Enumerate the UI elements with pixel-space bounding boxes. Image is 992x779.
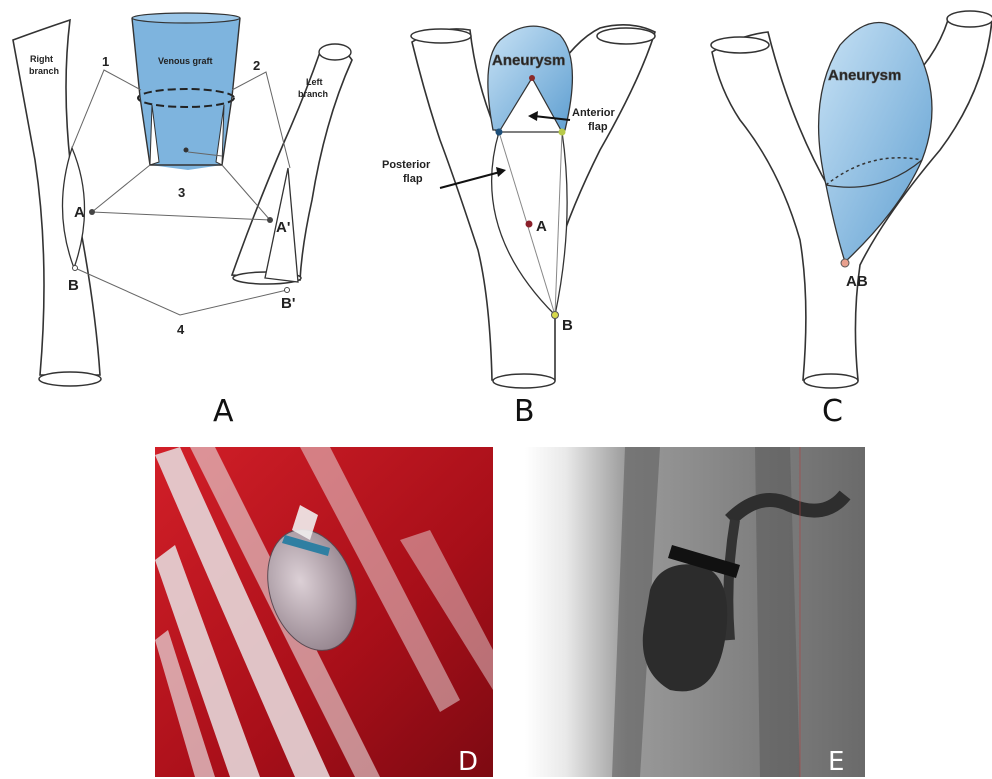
left-branch-label-2: branch: [298, 89, 328, 99]
panel-c-label: C: [822, 394, 843, 429]
panel-c-top-right-opening: [947, 11, 992, 27]
aneurysm-c: [819, 23, 932, 263]
aneurysm-apex-point: [529, 75, 535, 81]
panel-d-label: D: [458, 747, 478, 777]
label-point-b-prime: B': [281, 295, 295, 312]
panel-b-diagram: Aneurysm Anterior flap Posterior flap A …: [382, 25, 655, 429]
point-a: [89, 209, 95, 215]
anterior-label-1: Anterior: [572, 107, 616, 119]
panel-a-diagram: Right branch Left branch Venous graft 1 …: [13, 13, 352, 429]
panel-c-bottom-opening: [804, 374, 858, 388]
point-a-b: [526, 221, 533, 228]
right-branch-opening: [39, 372, 101, 386]
point-b-b: [552, 312, 559, 319]
panel-c-diagram: Aneurysm AB C: [711, 11, 992, 429]
panel-b-bottom-opening: [493, 374, 555, 388]
panel-a-label: A: [213, 394, 234, 429]
label-2: 2: [253, 58, 260, 73]
label-point-b-b: B: [562, 317, 573, 334]
left-branch-opening: [319, 44, 351, 60]
posterior-label-2: flap: [403, 173, 423, 185]
left-branch-label-1: Left: [306, 77, 323, 87]
panel-e-angiogram: E: [525, 447, 865, 777]
label-point-a-b: A: [536, 218, 547, 235]
label-point-ab: AB: [846, 273, 868, 290]
flap-left-point: [496, 129, 503, 136]
aneurysm-label-b: Aneurysm: [492, 52, 565, 69]
venous-graft-label: Venous graft: [158, 56, 213, 66]
point-a-prime: [267, 217, 273, 223]
panel-b-label: B: [514, 394, 535, 429]
label-point-b: B: [68, 277, 79, 294]
posterior-label-1: Posterior: [382, 159, 431, 171]
panel-b-top-right-opening: [597, 28, 655, 44]
point-b: [73, 266, 78, 271]
panel-b-top-left-opening: [411, 29, 471, 43]
panel-e-label: E: [828, 747, 844, 777]
right-branch-label-1: Right: [30, 54, 53, 64]
venous-graft: [132, 18, 240, 170]
right-branch-label-2: branch: [29, 66, 59, 76]
anterior-label-2: flap: [588, 121, 608, 133]
flap-right-point: [559, 129, 566, 136]
label-4: 4: [177, 322, 185, 337]
label-3: 3: [178, 185, 185, 200]
graft-center-point: [184, 148, 189, 153]
panel-c-top-left-opening: [711, 37, 769, 53]
label-1: 1: [102, 54, 109, 69]
point-b-prime: [285, 288, 290, 293]
label-point-a-prime: A': [276, 219, 290, 236]
label-point-a: A: [74, 204, 85, 221]
aneurysm-label-c: Aneurysm: [828, 67, 901, 84]
graft-top-rim: [132, 13, 240, 23]
point-ab: [841, 259, 849, 267]
panel-d-photo: D: [155, 447, 493, 777]
